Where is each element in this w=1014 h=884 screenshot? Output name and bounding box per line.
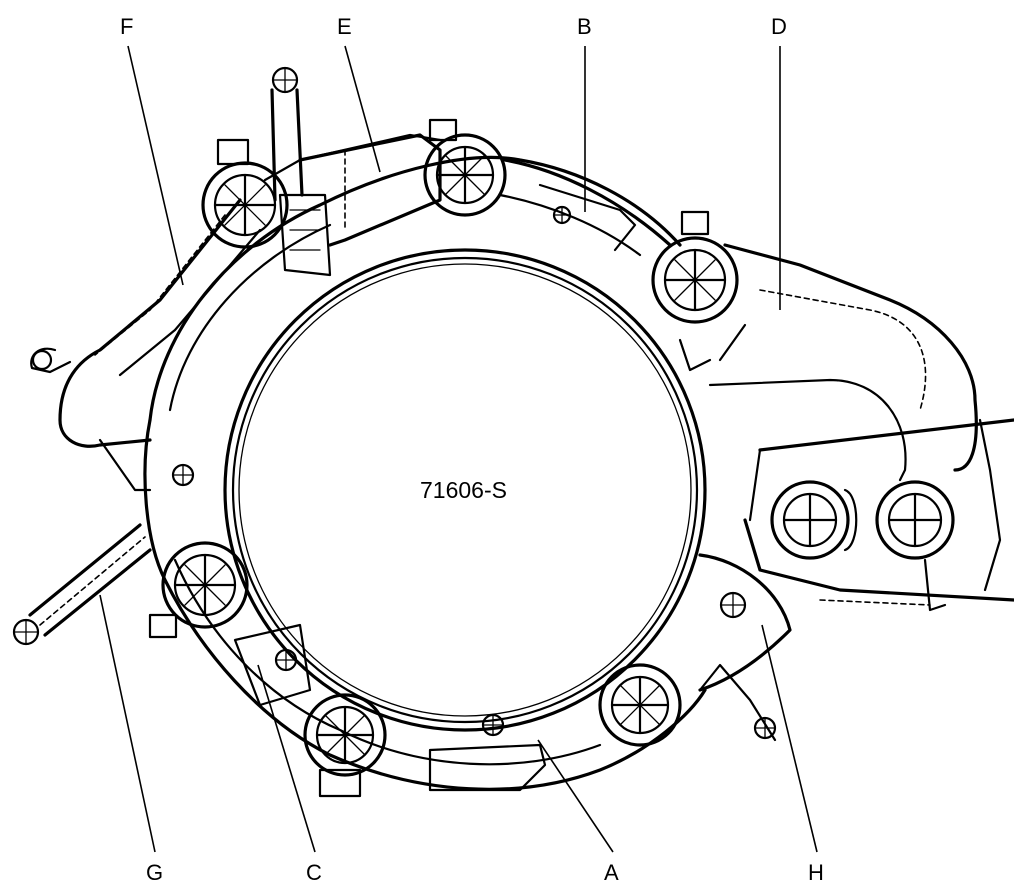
clamp-upper-right (651, 210, 739, 372)
arm-d (708, 243, 978, 482)
callout-d: D (771, 14, 787, 39)
callout-g: G (146, 860, 163, 884)
clamp-top-center (423, 118, 507, 217)
vertical-post (270, 66, 332, 277)
callout-b: B (577, 14, 592, 39)
clamp-upper-left (201, 133, 442, 249)
plate-h (698, 553, 792, 742)
leader-lines (99, 45, 818, 853)
bracket-f (30, 198, 262, 492)
leader-h (761, 624, 818, 853)
plate-c (233, 623, 312, 707)
callout-c: C (306, 860, 322, 884)
leader-f (127, 45, 184, 286)
arm-b (498, 158, 672, 257)
callout-h: H (808, 860, 824, 884)
leader-a (537, 739, 614, 853)
leader-c (257, 664, 316, 853)
callout-e: E (337, 14, 352, 39)
clamp-bottom-right (598, 663, 682, 747)
callout-labels: F E B D G C A H (120, 14, 824, 884)
callout-f: F (120, 14, 133, 39)
clamp-bottom-center (303, 693, 387, 798)
leader-e (344, 45, 381, 173)
left-bolt (171, 463, 195, 487)
lower-right-assembly (743, 418, 1014, 612)
callout-a: A (604, 860, 619, 884)
main-ring (143, 155, 707, 791)
part-number: 71606-S (420, 477, 507, 503)
plate-a (428, 713, 547, 792)
clamp-lower-left (148, 541, 249, 639)
bar-g (12, 523, 152, 646)
leader-g (99, 594, 156, 853)
